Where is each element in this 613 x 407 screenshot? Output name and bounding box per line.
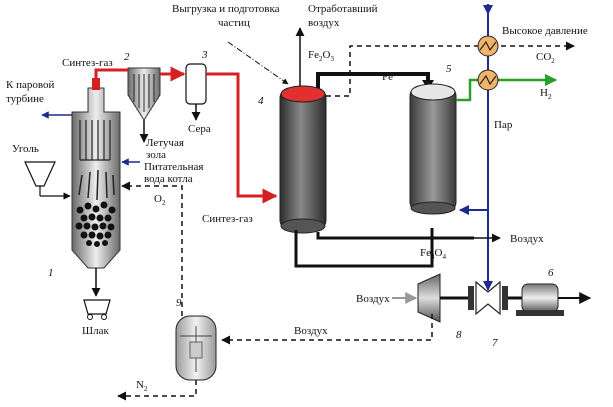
air-separator [175,315,217,381]
label-unloading-1: Выгрузка и подготовка [172,3,280,15]
hydrogen-line [456,73,558,102]
number-5: 5 [446,63,452,75]
number-2: 2 [124,51,130,63]
label-air-compressor: Воздух [356,293,390,305]
label-steam: Пар [494,119,513,131]
number-6: 6 [548,267,554,279]
syngas-lines [94,66,278,204]
label-to-steam-1: К паровой [6,79,54,91]
label-spent-air-2: воздух [308,17,340,29]
label-high-pressure: Высокое давление [502,25,588,37]
label-h2: H2 [540,87,552,101]
label-coal: Уголь [12,143,39,155]
air-to-separator-line [221,314,433,345]
motor [516,283,564,316]
gasifier-tubes [79,120,111,161]
number-4: 4 [258,95,264,107]
label-air-right: Воздух [510,233,544,245]
label-feed-water-2: вода котла [144,173,193,185]
number-9: 9 [176,297,182,309]
number-8: 8 [456,329,462,341]
reactor-loop-lines [294,228,474,268]
label-slag: Шлак [82,325,109,337]
number-7: 7 [492,337,498,349]
label-o2: O2 [154,193,166,207]
sulfur-removal-unit [185,63,207,121]
coal-hopper [24,161,71,200]
compressor [417,273,441,323]
gasifier [71,78,121,297]
gasifier-rods [78,169,115,201]
fe-line [316,72,430,88]
fuel-reactor [279,85,327,234]
number-1: 1 [48,267,54,279]
label-to-steam-2: турбине [6,93,44,105]
unloading-arrow [227,41,289,85]
label-air-bottom: Воздух [294,325,328,337]
slag-cart [83,299,111,320]
label-n2: N2 [136,379,148,393]
coal-particles [75,201,116,247]
steam-reactor [409,83,457,215]
heat-exchanger-bottom [477,69,499,91]
label-syngas-bottom: Синтез-газ [202,213,253,225]
label-sulfur: Сера [188,123,211,135]
label-unloading-2: частиц [218,17,250,29]
cyclone [127,67,161,143]
label-co2: CO2 [536,51,555,65]
o2-line [121,181,183,316]
number-3: 3 [201,49,208,61]
label-fe3o4: Fe3O4 [420,247,446,261]
label-fe2o3: Fe2O3 [308,49,334,63]
heat-exchanger-top [477,35,499,57]
label-fe: Fe [382,71,393,83]
n2-line [117,380,197,401]
label-fly-ash-2: зола [146,149,166,161]
turbine [475,280,501,316]
label-feed-water-1: Питательная [144,161,203,173]
label-syngas-top: Синтез-газ [62,57,113,69]
label-spent-air-1: Отработавший [308,3,378,15]
label-fly-ash-1: Летучая [146,137,184,149]
co2-line [326,41,575,97]
